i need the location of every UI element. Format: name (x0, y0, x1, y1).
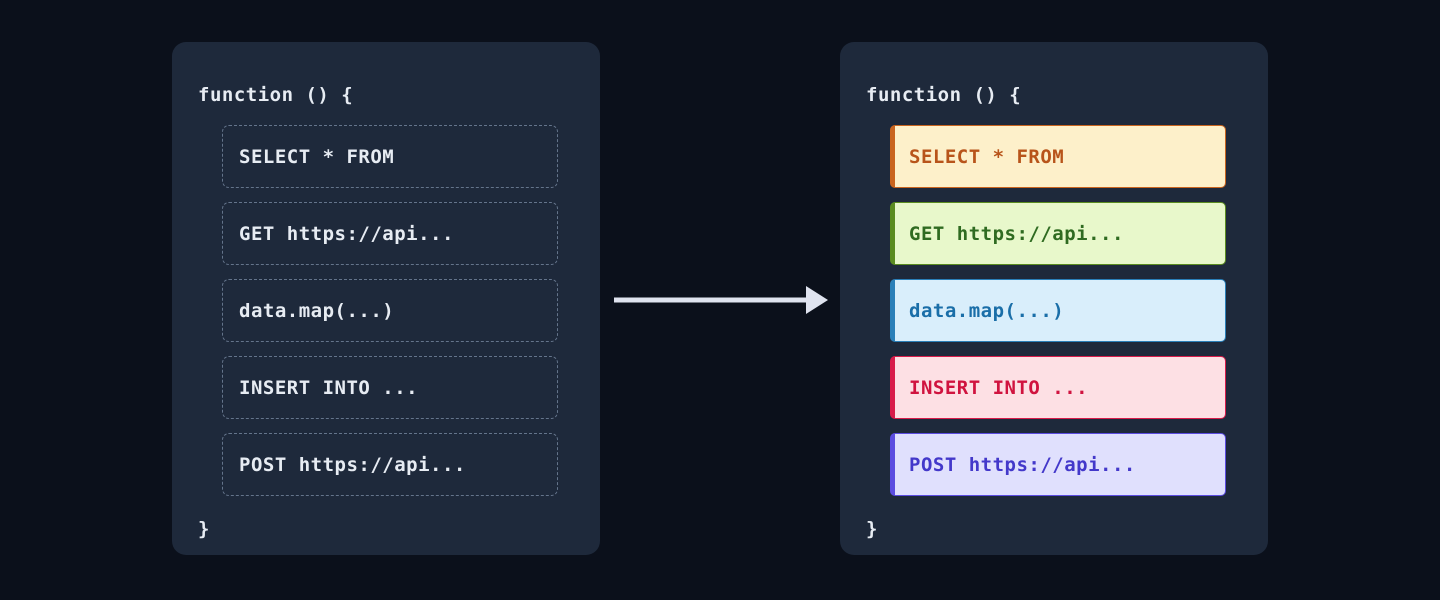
source-item-select-statement: SELECT * FROM (222, 125, 558, 188)
function-open-brace: function () { (866, 84, 1022, 106)
source-item-label: SELECT * FROM (239, 145, 395, 168)
highlighted-item-get-request: GET https://api... (890, 202, 1226, 265)
highlighted-item-label: data.map(...) (909, 299, 1065, 322)
highlighted-item-select-statement: SELECT * FROM (890, 125, 1226, 188)
transform-arrow (612, 282, 828, 318)
highlighted-statement-list: SELECT * FROM GET https://api... data.ma… (866, 125, 1226, 496)
source-item-get-request: GET https://api... (222, 202, 558, 265)
function-open-brace: function () { (198, 84, 354, 106)
arrow-head (806, 286, 828, 314)
source-item-label: INSERT INTO ... (239, 376, 419, 399)
highlighted-code-panel: function () { SELECT * FROM GET https://… (840, 42, 1268, 555)
highlighted-item-insert-statement: INSERT INTO ... (890, 356, 1226, 419)
source-statement-list: SELECT * FROM GET https://api... data.ma… (198, 125, 558, 496)
source-item-label: data.map(...) (239, 299, 395, 322)
source-item-label: GET https://api... (239, 222, 454, 245)
highlighted-item-label: GET https://api... (909, 222, 1124, 245)
source-code-panel: function () { SELECT * FROM GET https://… (172, 42, 600, 555)
source-item-insert-statement: INSERT INTO ... (222, 356, 558, 419)
arrow-right-icon (614, 286, 828, 314)
highlighted-item-data-map-call: data.map(...) (890, 279, 1226, 342)
source-item-post-request: POST https://api... (222, 433, 558, 496)
highlighted-item-label: POST https://api... (909, 453, 1136, 476)
function-close-brace: } (866, 518, 878, 540)
source-item-data-map-call: data.map(...) (222, 279, 558, 342)
highlighted-item-label: SELECT * FROM (909, 145, 1065, 168)
function-close-brace: } (198, 518, 210, 540)
highlighted-item-post-request: POST https://api... (890, 433, 1226, 496)
source-item-label: POST https://api... (239, 453, 466, 476)
highlighted-item-label: INSERT INTO ... (909, 376, 1089, 399)
